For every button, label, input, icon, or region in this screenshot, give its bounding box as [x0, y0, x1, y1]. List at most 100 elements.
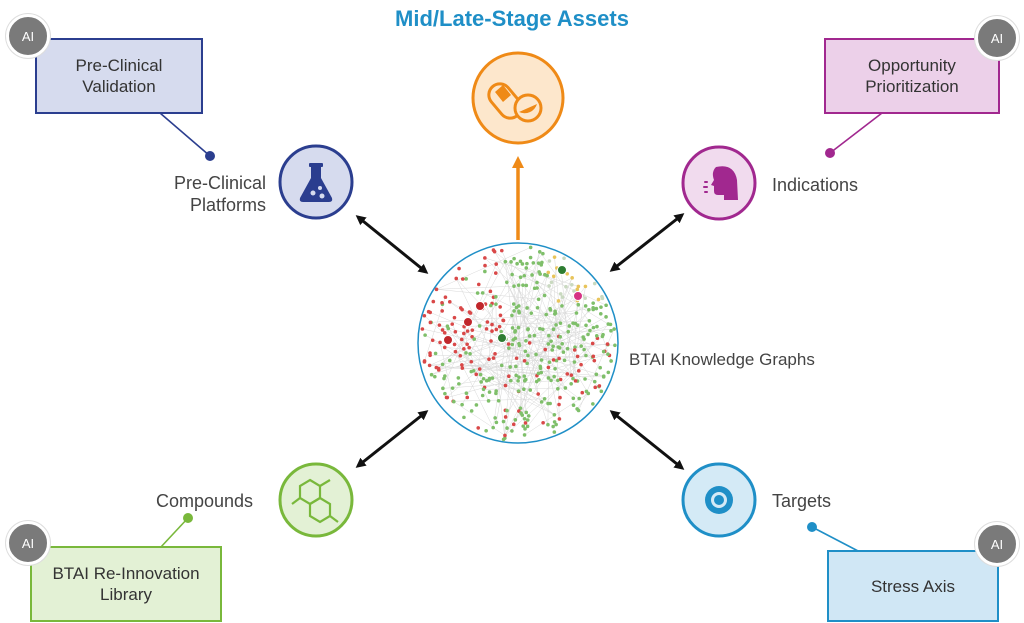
graph-node [436, 368, 441, 372]
graph-node [525, 418, 530, 422]
graph-node [444, 395, 449, 400]
graph-node [522, 417, 527, 421]
graph-node [560, 342, 565, 346]
graph-node [484, 378, 489, 383]
preclinical-dot [205, 151, 215, 161]
graph-node [541, 251, 545, 256]
graph-node [501, 437, 506, 442]
graph-edge [439, 342, 454, 402]
graph-node [601, 374, 606, 378]
graph-node [477, 367, 482, 371]
graph-edge [484, 257, 601, 368]
graph-node [543, 347, 548, 352]
graph-node [481, 387, 486, 392]
graph-node [550, 348, 555, 352]
graph-edge [436, 367, 480, 370]
graph-node [538, 326, 542, 331]
graph-node [566, 329, 571, 334]
graph-node [556, 378, 560, 383]
graph-node [591, 402, 595, 406]
graph-node [551, 424, 555, 429]
graph-node [560, 304, 564, 308]
graph-node [580, 390, 585, 395]
graph-node [469, 409, 474, 413]
graph-edge [484, 257, 579, 287]
graph-node [548, 308, 553, 312]
graph-node [440, 362, 445, 367]
graph-node [460, 277, 465, 281]
graph-node [468, 351, 472, 356]
graph-node [440, 309, 444, 313]
graph-node [544, 312, 549, 317]
graph-node [519, 411, 523, 415]
graph-edge [436, 285, 515, 290]
graph-node [433, 374, 437, 379]
graph-edge [476, 342, 530, 375]
graph-node [510, 342, 515, 347]
graph-node [442, 331, 447, 335]
assets-node [471, 51, 565, 145]
graph-node [586, 391, 591, 396]
graph-edge [524, 393, 589, 436]
graph-node [573, 345, 577, 349]
graph-node [487, 357, 491, 361]
graph-node [571, 376, 575, 381]
graph-node [503, 259, 508, 264]
graph-node [464, 277, 468, 281]
graph-node [590, 341, 595, 346]
graph-node [470, 334, 474, 339]
graph-node [516, 389, 521, 393]
preclinical-node [278, 144, 354, 220]
graph-node [556, 299, 561, 303]
graph-node [558, 377, 563, 382]
graph-node [453, 349, 458, 354]
graph-node [549, 378, 553, 383]
graph-node [430, 338, 435, 343]
graph-node [547, 259, 552, 263]
graph-node [567, 324, 572, 328]
graph-edge [463, 326, 526, 424]
graph-node [542, 397, 547, 401]
graph-edge [522, 285, 602, 392]
graph-node [501, 419, 506, 424]
graph-node [609, 329, 613, 333]
graph-node [579, 344, 583, 348]
graph-node [532, 333, 537, 338]
graph-node [423, 333, 427, 337]
graph-node [494, 295, 498, 299]
graph-node [591, 307, 596, 312]
graph-node [536, 261, 541, 265]
ai-badge: AI [975, 522, 1019, 566]
graph-edge [504, 309, 590, 436]
targets-node [681, 462, 757, 538]
preclinical-label-line2: Platforms [189, 195, 266, 215]
molecule-hexagon-icon [291, 478, 339, 524]
graph-node [490, 376, 495, 380]
graph-node [596, 297, 601, 302]
graph-node [509, 260, 513, 264]
graph-node [584, 323, 588, 328]
graph-node [595, 324, 599, 329]
graph-node [592, 379, 597, 384]
targets-dot [807, 522, 817, 532]
knowledge-graph-label: BTAI Knowledge Graphs [629, 350, 815, 369]
graph-node [587, 308, 591, 312]
graph-node [575, 354, 580, 359]
graph-node [428, 320, 433, 325]
graph-node [527, 334, 532, 338]
graph-node [513, 418, 518, 422]
graph-edge [429, 343, 608, 366]
graph-node [583, 284, 588, 289]
graph-node [465, 395, 470, 400]
graph-hub-node [443, 335, 453, 345]
graph-node [524, 410, 529, 415]
compounds-box-line1: BTAI Re-Innovation [52, 564, 200, 583]
graph-edge [553, 276, 560, 419]
graph-node [575, 287, 580, 292]
graph-node [526, 327, 530, 331]
graph-edge [511, 315, 549, 425]
graph-node [462, 347, 466, 351]
graph-node [483, 263, 487, 268]
graph-node [488, 289, 493, 294]
